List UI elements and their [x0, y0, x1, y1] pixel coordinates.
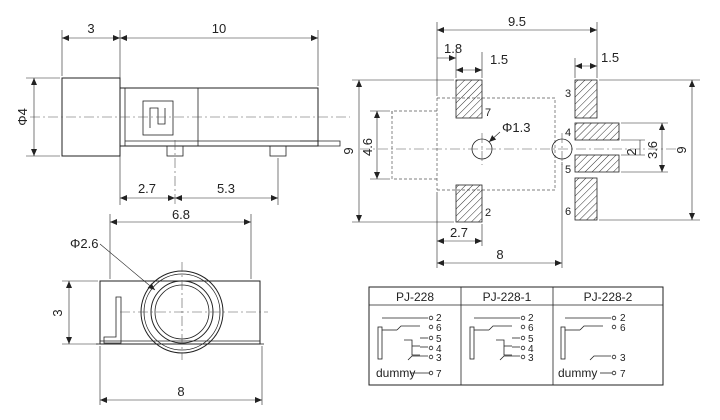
dim-footprint-height-right: 9 — [674, 146, 689, 153]
ground-bracket — [103, 296, 122, 344]
c1-pin-6: 6 — [436, 323, 442, 334]
c1-pin-4: 4 — [436, 344, 442, 355]
pad-3 — [574, 79, 598, 119]
table-header-pj-228: PJ-228 — [396, 290, 434, 304]
dim-pad-width-left: 1.5 — [490, 52, 508, 67]
dim-pad-width-right: 1.5 — [601, 50, 619, 65]
pin-label-6: 6 — [565, 206, 571, 218]
dim-pad-offset: 1.8 — [444, 41, 462, 56]
c3-pin-2: 2 — [620, 313, 626, 324]
pin-label-5: 5 — [565, 164, 571, 176]
pin-label-7: 7 — [485, 107, 491, 119]
pad-6 — [574, 177, 598, 221]
c3-pin-6: 6 — [620, 323, 626, 334]
c2-pin-3: 3 — [528, 353, 534, 364]
dim-pad-span: 3.6 — [645, 141, 660, 159]
side-view: 3 10 Φ4 2.7 5.3 — [15, 21, 350, 205]
c1-pin-2: 2 — [436, 313, 442, 324]
pin-label-3: 3 — [565, 88, 571, 100]
variant-table: PJ-228 PJ-228-1 PJ-228-2 2 6 5 4 3 — [368, 286, 664, 386]
c1-pin-3: 3 — [436, 353, 442, 364]
dim-front-height: 3 — [50, 309, 65, 316]
schematic-pj-228: 2 6 5 4 3 7 dummy — [376, 313, 442, 380]
pin-label-2: 2 — [485, 207, 491, 219]
c1-pin-5: 5 — [436, 334, 442, 345]
dim-head-diameter: Φ4 — [15, 108, 30, 126]
pad-2 — [455, 184, 483, 223]
pin-label-4: 4 — [565, 127, 571, 139]
front-view: Φ2.6 6.8 3 8 — [50, 207, 268, 405]
dim-footprint-height-left: 9 — [341, 147, 356, 154]
table-header-pj-228-2: PJ-228-2 — [584, 290, 633, 304]
dim-head-length: 3 — [87, 21, 94, 36]
c3-pin-3: 3 — [620, 353, 626, 364]
table-header-pj-228-1: PJ-228-1 — [483, 290, 532, 304]
c2-pin-2: 2 — [528, 313, 534, 324]
pin-right — [269, 145, 287, 157]
pad-4 — [574, 122, 620, 141]
dim-pad-gap: 2 — [624, 148, 639, 155]
schematic-pj-228-1: 2 6 5 4 3 — [469, 313, 534, 364]
dim-pin-offset: 2.7 — [138, 181, 156, 196]
c3-dummy-label: dummy — [558, 366, 597, 380]
schematic-pj-228-2: 2 6 3 7 dummy — [558, 313, 626, 380]
c3-pin-7: 7 — [620, 369, 626, 380]
dim-hole-diameter: Φ1.3 — [502, 120, 530, 135]
c1-dummy-label: dummy — [376, 366, 415, 380]
front-body-outline — [99, 280, 261, 345]
c2-pin-4: 4 — [528, 344, 534, 355]
dim-footprint-length: 9.5 — [508, 14, 526, 29]
dim-pin-spacing: 5.3 — [217, 181, 235, 196]
dim-hole-spacing: 8 — [496, 247, 503, 262]
c2-pin-5: 5 — [528, 334, 534, 345]
c1-pin-7: 7 — [436, 369, 442, 380]
dim-front-total: 8 — [177, 384, 184, 399]
dim-socket-diameter: Φ2.6 — [70, 236, 98, 251]
pad-7 — [455, 79, 483, 119]
c2-pin-6: 6 — [528, 323, 534, 334]
dim-hole-offset: 2.7 — [450, 225, 468, 240]
pad-5 — [574, 154, 620, 173]
dim-body-height: 4.6 — [360, 138, 375, 156]
pcb-footprint: 7 2 3 4 5 6 Φ1.3 9.5 1.8 1.5 1.5 4.6 — [341, 14, 700, 268]
dim-front-width: 6.8 — [172, 207, 190, 222]
dim-body-length: 10 — [212, 21, 226, 36]
